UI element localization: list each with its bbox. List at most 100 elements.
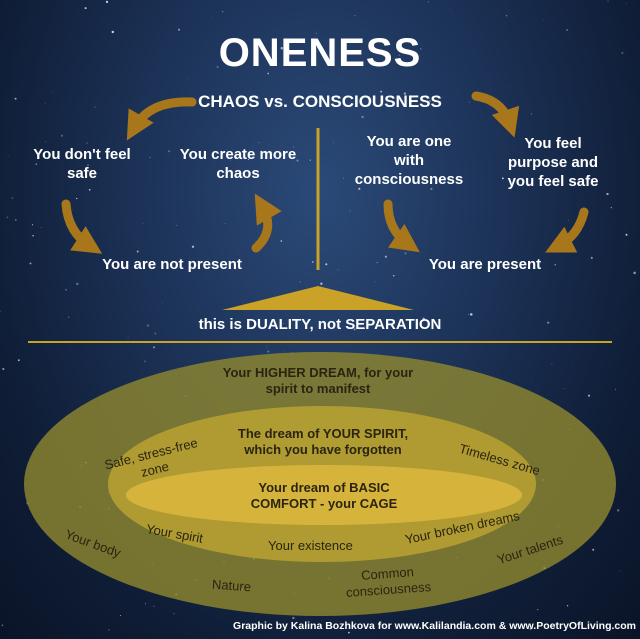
star — [505, 86, 507, 88]
star — [149, 156, 151, 159]
star — [242, 57, 245, 59]
star — [614, 388, 617, 390]
star — [45, 141, 46, 143]
star — [304, 624, 308, 628]
duality-caption: this is DUALITY, not SEPARATION — [198, 316, 442, 333]
arrow-left-down-icon — [61, 199, 103, 254]
star — [616, 509, 620, 512]
star — [60, 134, 63, 137]
star — [51, 91, 53, 93]
arrow-right-down-icon — [545, 207, 589, 253]
star — [621, 51, 624, 55]
star — [404, 252, 407, 255]
star — [29, 262, 32, 265]
star — [76, 197, 78, 200]
star — [470, 313, 473, 316]
arrow-top-right-icon — [471, 91, 520, 138]
star — [619, 570, 621, 572]
star — [312, 261, 314, 263]
star — [376, 261, 378, 264]
duality-triangle — [222, 286, 414, 310]
star — [32, 224, 34, 226]
star — [153, 605, 155, 607]
subtitle: CHAOS vs. CONSCIOUSNESS — [198, 92, 442, 111]
star — [309, 159, 311, 161]
star — [266, 345, 268, 347]
star — [292, 616, 295, 620]
star — [610, 206, 612, 209]
star — [187, 78, 188, 80]
star — [392, 274, 395, 277]
spirit-dream-text: The dream of YOUR SPIRIT, which you have… — [237, 426, 409, 458]
star — [325, 263, 328, 266]
star — [88, 188, 91, 191]
star — [566, 29, 569, 32]
star — [590, 256, 593, 260]
star — [274, 42, 276, 44]
star — [358, 187, 361, 190]
star — [120, 615, 121, 617]
star — [624, 628, 626, 630]
star — [162, 302, 163, 304]
star — [49, 562, 50, 564]
star — [420, 48, 422, 50]
star — [86, 142, 88, 144]
your-existence-label: Your existence — [268, 538, 353, 553]
star — [94, 106, 96, 108]
arrow-right-start-icon — [383, 199, 420, 253]
star — [216, 65, 219, 68]
star — [253, 172, 256, 174]
higher-dream-text: Your HIGHER DREAM, for your spirit to ma… — [222, 365, 414, 397]
star — [374, 281, 376, 283]
star — [626, 2, 627, 4]
star — [224, 223, 226, 224]
star — [144, 603, 147, 605]
page-title: ONENESS — [218, 31, 422, 75]
star — [551, 363, 553, 365]
star — [153, 346, 155, 349]
star — [623, 113, 625, 114]
star — [398, 54, 401, 56]
star — [44, 102, 46, 104]
star — [222, 11, 224, 13]
star — [354, 14, 356, 16]
star — [537, 608, 539, 611]
star — [333, 142, 335, 144]
right-purpose-safe: You feel purpose and you feel safe — [507, 135, 599, 190]
star — [348, 631, 350, 634]
arrow-left-up-icon — [251, 193, 282, 253]
star — [40, 226, 42, 228]
left-not-safe: You don't feel safe — [33, 146, 131, 182]
star — [606, 192, 609, 196]
right-one-with-consciousness: You are one with consciousness — [354, 133, 464, 188]
star — [146, 324, 150, 327]
star — [105, 0, 109, 4]
star — [633, 271, 636, 275]
basic-comfort-text: Your dream of BASIC COMFORT - your CAGE — [250, 480, 398, 512]
left-more-chaos: You create more chaos — [179, 146, 297, 182]
star — [17, 359, 20, 362]
star — [568, 219, 569, 221]
star — [353, 328, 356, 331]
star — [14, 219, 17, 221]
star — [468, 314, 470, 315]
star — [158, 308, 159, 309]
star — [280, 240, 283, 242]
star — [566, 605, 569, 607]
star — [420, 97, 423, 100]
star — [84, 7, 87, 10]
star — [258, 141, 260, 144]
star — [71, 209, 73, 211]
right-present: You are present — [428, 256, 542, 273]
star — [422, 317, 425, 320]
star — [35, 163, 38, 165]
star — [361, 115, 364, 119]
star — [136, 250, 139, 253]
star — [67, 316, 70, 318]
star — [501, 177, 504, 180]
inner-dream-ellipse — [126, 465, 522, 525]
star — [343, 177, 345, 179]
star — [380, 90, 383, 93]
star — [429, 100, 431, 102]
